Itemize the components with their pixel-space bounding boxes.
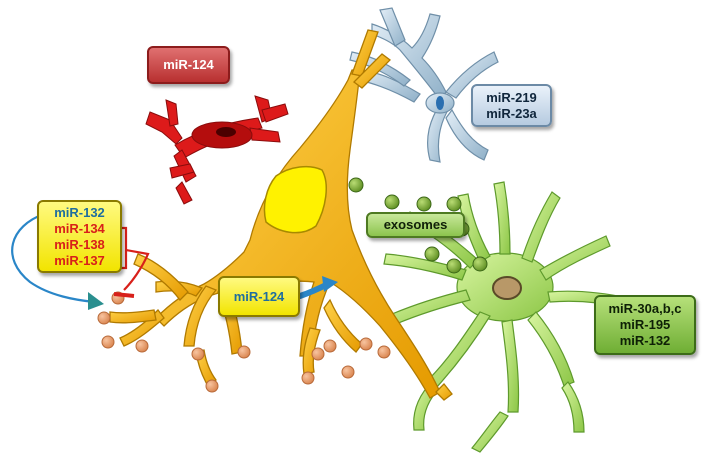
activation-arrow-head [88,292,104,310]
neuron-transfer-label: miR-124 [218,276,300,317]
activation-arrow [11,212,95,304]
synapse-mirna-inhibitor-1: miR-134 [54,220,105,236]
astrocyte-mirna-2: miR-195 [619,317,671,332]
astrocyte-mirna-label: miR-30a,b,c miR-195 miR-132 [594,295,696,355]
synapse-mirna-inhibitor-2: miR-138 [54,236,105,252]
oligodendrocyte-mirna-label: miR-219 miR-23a [471,84,552,127]
exosomes-label: exosomes [366,212,465,238]
synapse-mirna-activator: miR-132 [54,204,105,220]
microglia-mirna-text: miR-124 [163,57,214,72]
synapse-mirna-inhibitor-3: miR-137 [54,252,105,268]
synapse-mirna-label: miR-132 miR-134 miR-138 miR-137 [37,200,122,273]
inhibition-bar [113,292,135,298]
microglia-mirna-label: miR-124 [147,46,230,84]
transfer-arrow-head [322,276,338,292]
oligodendrocyte-mirna-2: miR-23a [486,105,537,121]
microglia-cell [145,95,289,205]
astrocyte-mirna-3: miR-132 [619,333,671,348]
oligodendrocyte-mirna-1: miR-219 [486,89,537,105]
exosomes-text: exosomes [383,217,448,232]
astrocyte-mirna-1: miR-30a,b,c [608,301,682,316]
neuron-transfer-text: miR-124 [233,288,285,304]
